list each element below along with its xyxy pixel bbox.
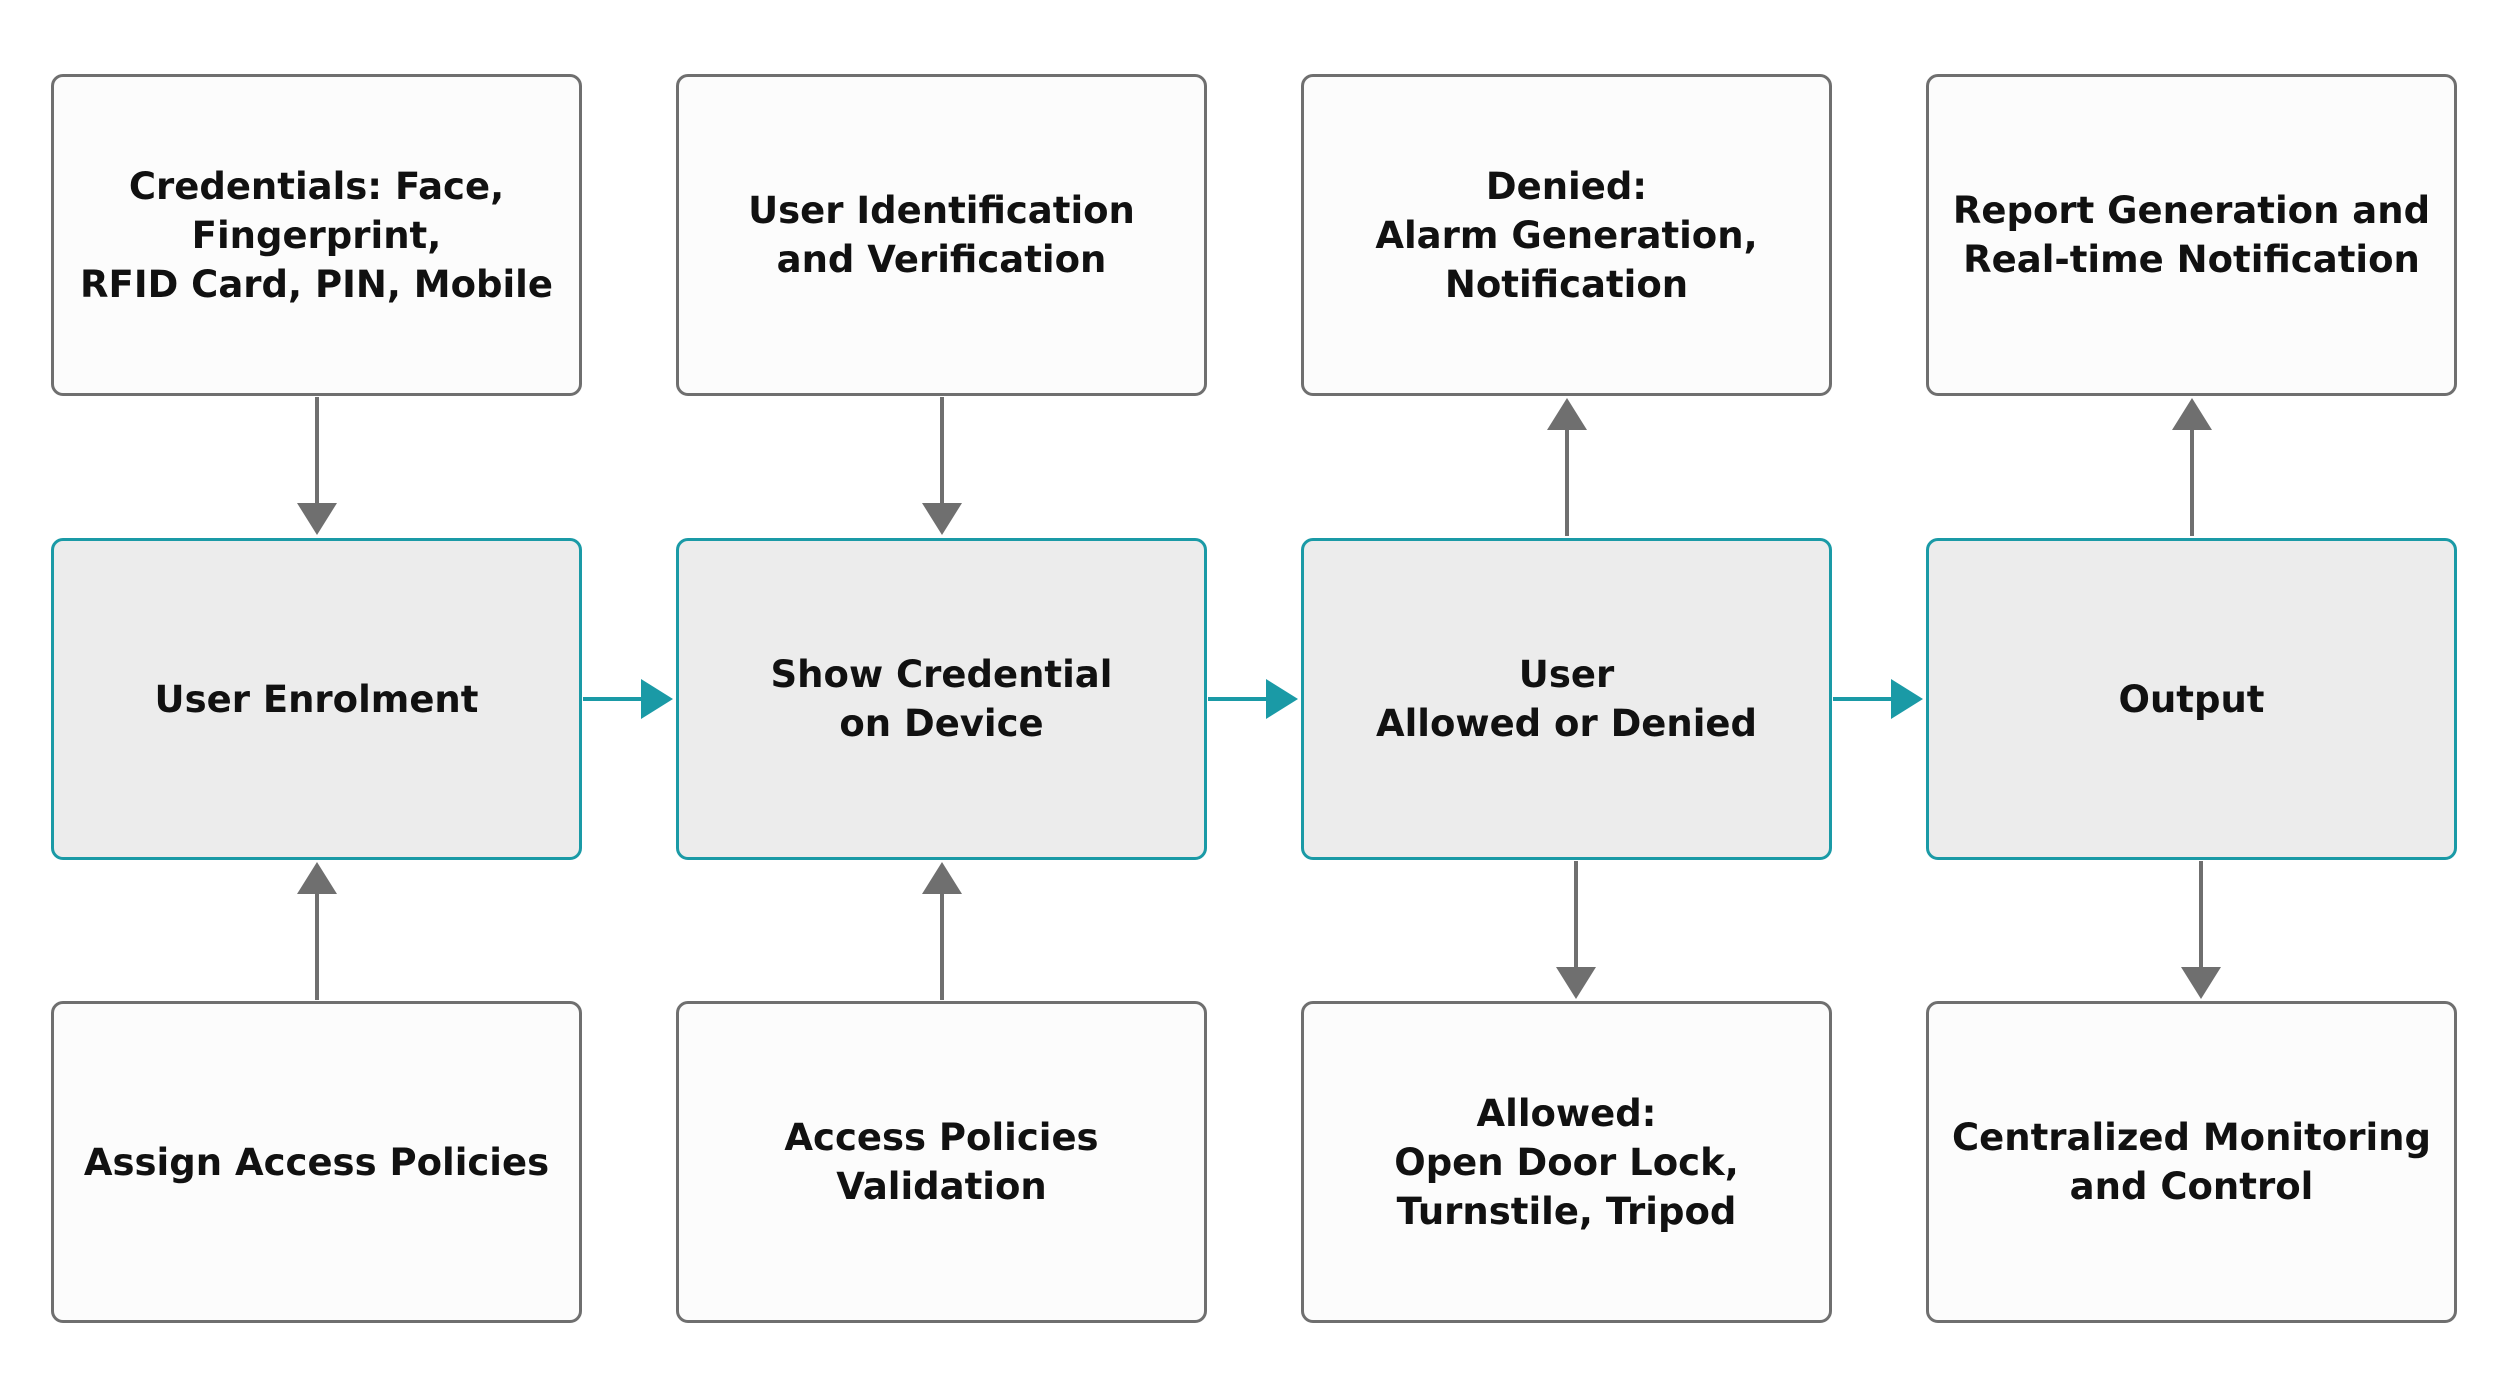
output-box: Output: [1926, 538, 2457, 860]
assign-policies-label: Assign Access Policies: [83, 1140, 550, 1184]
identification-label: User Identification and Verification: [748, 189, 1135, 281]
allowed-box: Allowed: Open Door Lock, Turnstile, Trip…: [1301, 1001, 1832, 1323]
denied-box: Denied: Alarm Generation, Notification: [1301, 74, 1832, 396]
enrolment-label: User Enrolment: [154, 677, 479, 721]
identification-box: User Identification and Verification: [676, 74, 1207, 396]
report-box: Report Generation and Real-time Notifica…: [1926, 74, 2457, 396]
policies-validation-label: Access Policies Validation: [784, 1116, 1099, 1208]
decision-box: User Allowed or Denied: [1301, 538, 1832, 860]
monitoring-label: Centralized Monitoring and Control: [1952, 1116, 2431, 1208]
show-credential-label: Show Credential on Device: [770, 653, 1113, 745]
credentials-label: Credentials: Face, Fingerprint, RFID Car…: [80, 164, 553, 306]
show-credential-box: Show Credential on Device: [676, 538, 1207, 860]
denied-label: Denied: Alarm Generation, Notification: [1375, 164, 1758, 306]
report-label: Report Generation and Real-time Notifica…: [1952, 189, 2431, 281]
allowed-label: Allowed: Open Door Lock, Turnstile, Trip…: [1394, 1091, 1739, 1233]
decision-label: User Allowed or Denied: [1375, 653, 1758, 745]
policies-validation-box: Access Policies Validation: [676, 1001, 1207, 1323]
output-label: Output: [2118, 677, 2265, 721]
monitoring-box: Centralized Monitoring and Control: [1926, 1001, 2457, 1323]
assign-policies-box: Assign Access Policies: [51, 1001, 582, 1323]
enrolment-box: User Enrolment: [51, 538, 582, 860]
credentials-box: Credentials: Face, Fingerprint, RFID Car…: [51, 74, 582, 396]
